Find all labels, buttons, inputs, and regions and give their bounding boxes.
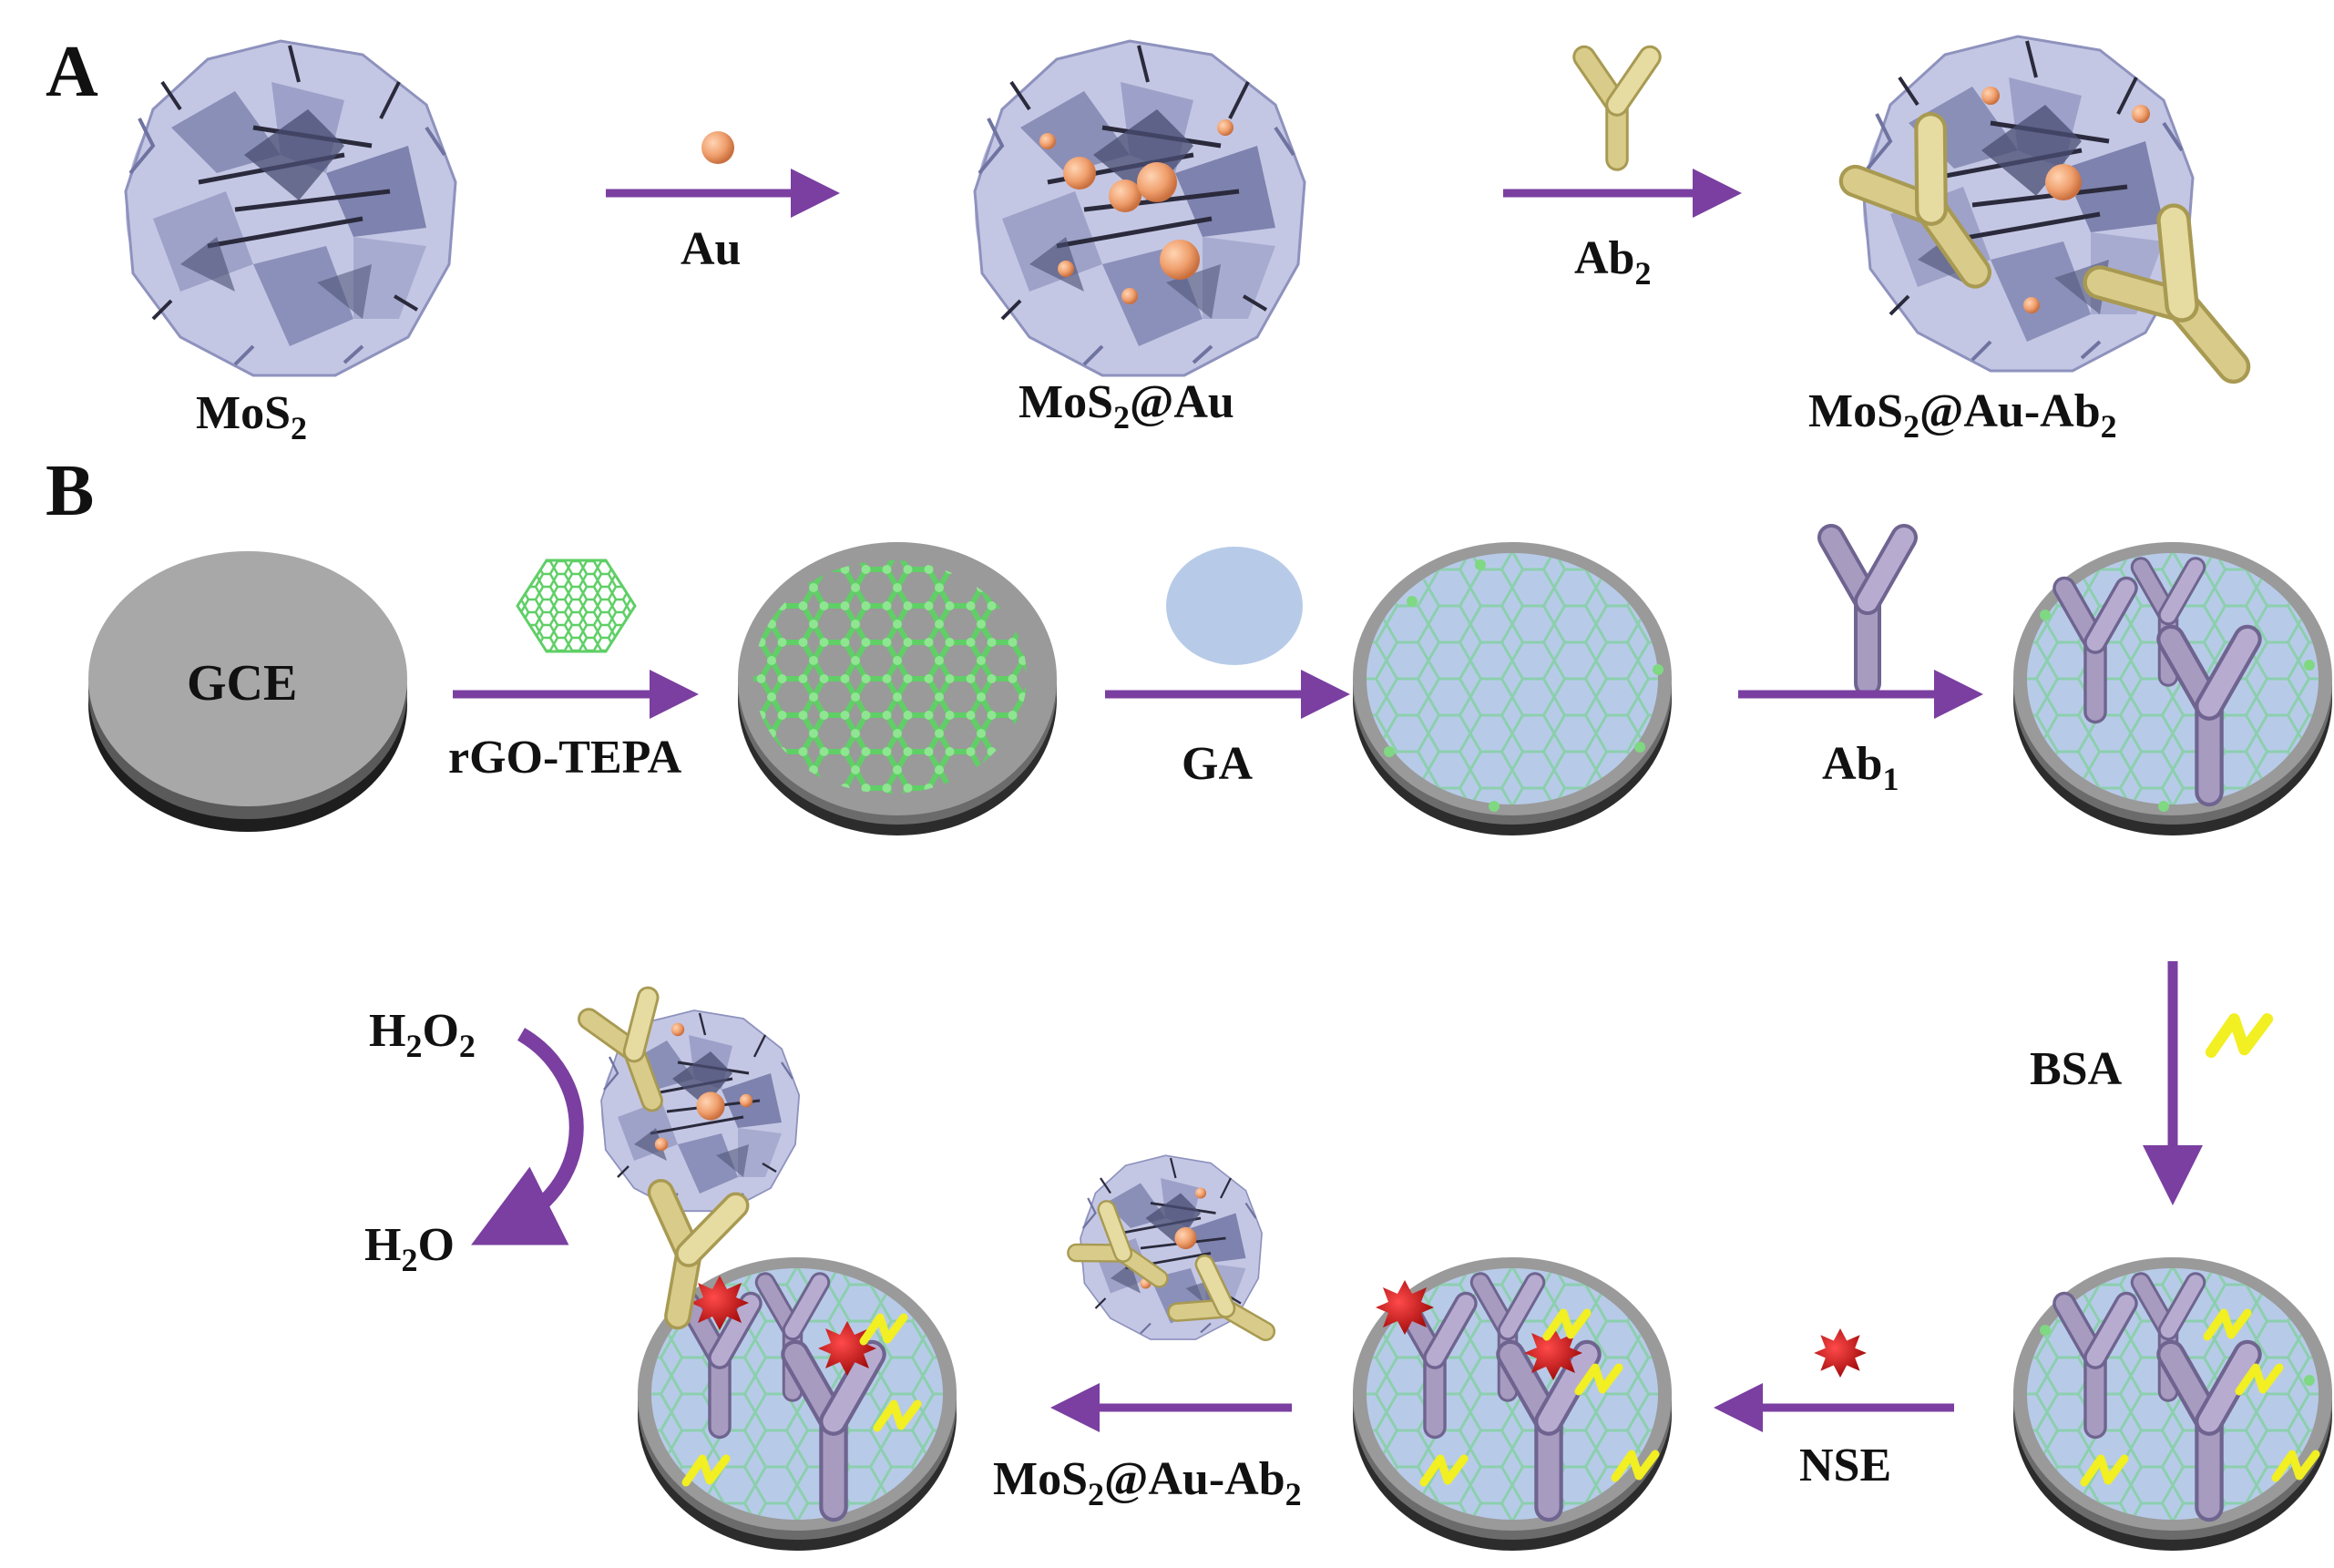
electrode-sandwich-immunosensor — [638, 1257, 957, 1551]
bsa-molecule-icon — [2211, 1019, 2267, 1051]
step-label-ga: GA — [1182, 738, 1253, 790]
mos2-label: MoS2 — [196, 387, 307, 446]
step-label-bsa: BSA — [2030, 1043, 2123, 1095]
step-label-ab1: Ab1 — [1822, 738, 1899, 797]
ga-droplet-icon — [1166, 547, 1303, 665]
mos2-au-ab2-particle — [1856, 36, 2270, 397]
step-label-ab2: Ab2 — [1574, 232, 1651, 292]
electrode-nse-bound — [1353, 1257, 1672, 1551]
step-label-conjugate: MoS2@Au-Ab2 — [993, 1453, 1302, 1512]
h2o2-label: H2O2 — [369, 1005, 476, 1064]
panel-label-b: B — [46, 451, 94, 531]
panel-label-a: A — [46, 32, 98, 112]
catalysis-arrow — [471, 1028, 584, 1245]
step-label-rgo: rGO-TEPA — [448, 732, 682, 784]
electrode-ga-modified — [1353, 542, 1672, 835]
ab1-antibody-icon — [1831, 538, 1904, 683]
bound-mos2-au-ab2-label — [589, 998, 801, 1323]
ab2-antibody-icon — [1584, 57, 1650, 160]
electrode-rgo-modified — [738, 542, 1057, 835]
mos2-au-label: MoS2@Au — [1019, 376, 1234, 436]
rgo-tepa-sheet-icon — [516, 559, 637, 653]
mos2-au-particle — [975, 41, 1305, 375]
h2o-label: H2O — [364, 1219, 455, 1278]
electrode-ab1-modified — [2013, 542, 2332, 835]
mos2-au-ab2-label: MoS2@Au-Ab2 — [1808, 385, 2117, 445]
mos2-nanoflower — [126, 41, 456, 375]
mos2-au-ab2-conjugate-icon — [1076, 1153, 1279, 1355]
step-label-au: Au — [681, 223, 741, 275]
electrode-bsa-blocked — [2013, 1257, 2332, 1551]
gce-label: GCE — [187, 655, 297, 712]
gce-electrode — [88, 551, 407, 832]
step-label-nse: NSE — [1799, 1440, 1891, 1491]
nse-antigen-icon — [1814, 1328, 1867, 1378]
au-nanoparticle-icon — [701, 131, 734, 164]
